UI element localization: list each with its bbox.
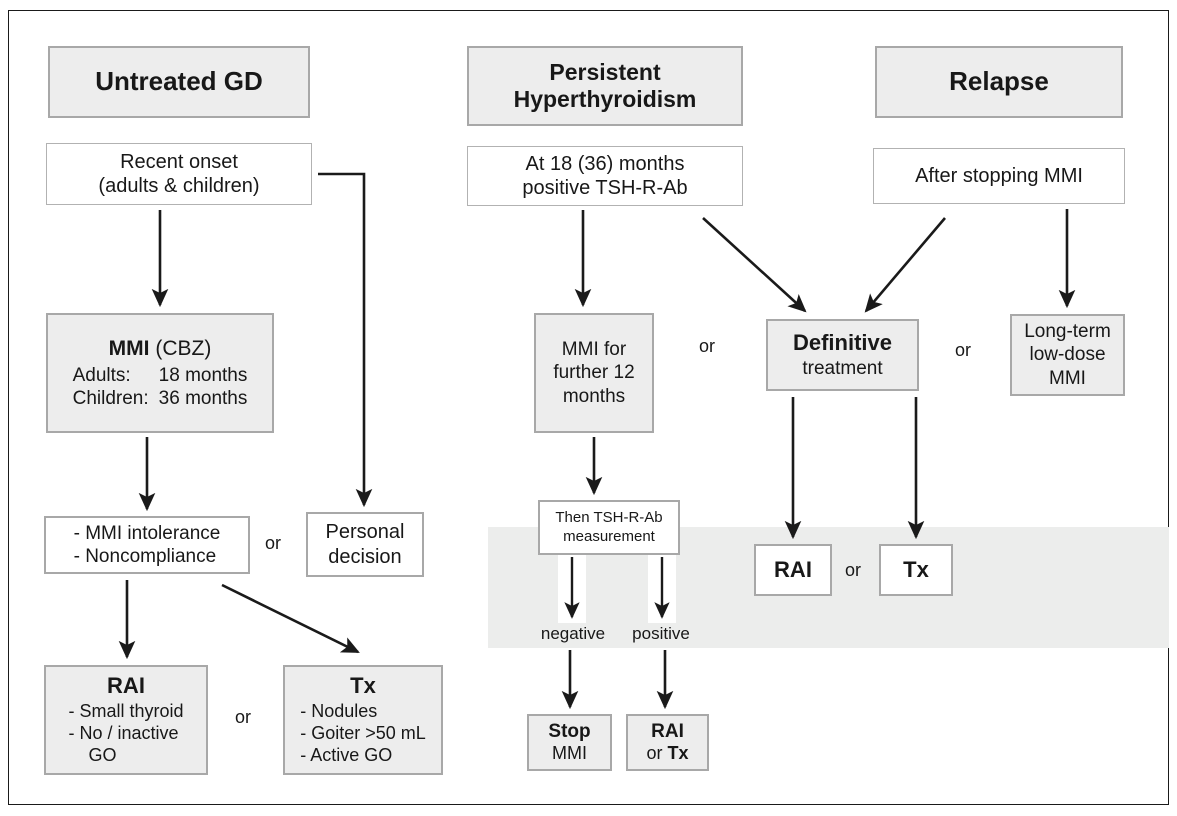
then-tshrab-line-1: Then TSH-R-Ab — [555, 509, 663, 527]
box-rai-criteria: RAI - Small thyroid - No / inactive GO — [44, 665, 208, 775]
tx-criteria-list: - Nodules - Goiter >50 mL - Active GO — [300, 701, 426, 767]
or-label-left-2: or — [235, 707, 251, 728]
definitive-treatment-sub: treatment — [802, 357, 883, 379]
box-recent-onset: Recent onset (adults & children) — [46, 143, 312, 205]
box-definitive-treatment: Definitive treatment — [766, 319, 919, 391]
or-label-right-1-text: or — [955, 340, 972, 360]
mmi-intolerance-line-2: - Noncompliance — [73, 546, 217, 567]
rai-or-tx-sub: or Tx — [646, 743, 688, 765]
longterm-line-3: MMI — [1049, 367, 1086, 389]
rai-criteria-list: - Small thyroid - No / inactive GO — [68, 701, 183, 767]
rai-criteria-b2: - No / inactive — [68, 723, 179, 744]
box-at-18-36-months: At 18 (36) months positive TSH-R-Ab — [467, 146, 743, 206]
diagram-outer-frame — [8, 10, 1169, 805]
personal-decision-line-2: decision — [328, 545, 402, 568]
mmi-cbz-children-value: 36 months — [158, 388, 248, 410]
header-relapse: Relapse — [875, 46, 1123, 118]
box-mmi-intolerance: - MMI intolerance - Noncompliance — [44, 516, 250, 574]
box-then-tshrab-measurement: Then TSH-R-Ab measurement — [538, 500, 680, 555]
or-label-right-1: or — [955, 340, 971, 361]
or-label-outcome-text: or — [845, 560, 862, 580]
at-18-36-months-line-1: At 18 (36) months — [525, 152, 685, 175]
rai-criteria-title: RAI — [107, 672, 145, 698]
header-persistent-line-2: Hyperthyroidism — [513, 86, 697, 112]
outcome-tx-label: Tx — [903, 556, 929, 582]
stop-mmi-title: Stop — [548, 720, 591, 742]
mmi-cbz-duration-table: Adults: 18 months Children: 36 months — [73, 364, 248, 410]
box-personal-decision: Personal decision — [306, 512, 424, 577]
rai-or-tx-sub-bold: Tx — [667, 743, 689, 764]
stop-mmi-sub: MMI — [552, 743, 587, 764]
box-outcome-tx: Tx — [879, 544, 953, 596]
mmi-intolerance-line-1: - MMI intolerance — [73, 522, 221, 544]
recent-onset-line-2: (adults & children) — [98, 175, 260, 197]
rai-criteria-b1: - Small thyroid — [68, 701, 184, 722]
header-relapse-label: Relapse — [949, 66, 1049, 97]
rai-criteria-b3: GO — [88, 745, 117, 766]
mmi-further-line-1: MMI for — [561, 339, 627, 361]
then-tshrab-line-2: measurement — [563, 527, 655, 545]
box-after-stopping-mmi: After stopping MMI — [873, 148, 1125, 204]
mmi-further-line-2: further 12 — [553, 362, 635, 384]
box-stop-mmi: Stop MMI — [527, 714, 612, 771]
tx-criteria-b3: - Active GO — [300, 745, 393, 766]
mmi-further-line-3: months — [562, 385, 626, 407]
mmi-cbz-title-bold: MMI — [108, 336, 150, 360]
longterm-line-1: Long-term — [1024, 321, 1111, 343]
tx-criteria-b1: - Nodules — [300, 701, 378, 722]
tx-criteria-b2: - Goiter >50 mL — [300, 723, 426, 744]
branch-label-negative: negative — [533, 624, 613, 644]
box-mmi-further-12-months: MMI for further 12 months — [534, 313, 654, 433]
box-outcome-rai: RAI — [754, 544, 832, 596]
or-label-left-2-text: or — [235, 707, 252, 727]
personal-decision-line-1: Personal — [325, 521, 405, 544]
longterm-line-2: low-dose — [1029, 344, 1106, 366]
outcome-rai-label: RAI — [774, 556, 812, 582]
definitive-treatment-title: Definitive — [792, 330, 893, 355]
or-label-left-1-text: or — [265, 533, 282, 553]
or-label-outcome: or — [845, 560, 861, 581]
branch-label-positive-text: positive — [632, 624, 690, 643]
header-untreated-gd-label: Untreated GD — [95, 66, 263, 97]
mmi-cbz-title: MMI (CBZ) — [109, 336, 212, 362]
or-label-middle-1-text: or — [699, 336, 716, 356]
mmi-cbz-title-rest: (CBZ) — [149, 336, 212, 360]
at-18-36-months-line-2: positive TSH-R-Ab — [522, 177, 688, 199]
mmi-intolerance-list: - MMI intolerance - Noncompliance — [64, 522, 231, 568]
rai-or-tx-title: RAI — [651, 720, 684, 742]
box-rai-or-tx-outcome: RAI or Tx — [626, 714, 709, 771]
header-persistent-line-1: Persistent — [549, 59, 661, 86]
recent-onset-line-1: Recent onset — [120, 150, 238, 173]
box-longterm-lowdose-mmi: Long-term low-dose MMI — [1010, 314, 1125, 396]
or-label-left-1: or — [265, 533, 281, 554]
branch-label-negative-text: negative — [540, 624, 606, 643]
branch-label-positive: positive — [624, 624, 698, 644]
tx-criteria-title: Tx — [350, 672, 376, 698]
box-tx-criteria: Tx - Nodules - Goiter >50 mL - Active GO — [283, 665, 443, 775]
header-untreated-gd: Untreated GD — [48, 46, 310, 118]
after-stopping-mmi-label: After stopping MMI — [915, 164, 1083, 187]
mmi-cbz-children-key: Children: — [72, 388, 149, 410]
header-persistent-hyperthyroidism: Persistent Hyperthyroidism — [467, 46, 743, 126]
or-label-middle-1: or — [699, 336, 715, 357]
mmi-cbz-adults-value: 18 months — [158, 365, 248, 387]
box-mmi-cbz: MMI (CBZ) Adults: 18 months Children: 36… — [46, 313, 274, 433]
mmi-cbz-adults-key: Adults: — [72, 365, 131, 387]
rai-or-tx-sub-pre: or — [646, 743, 668, 764]
